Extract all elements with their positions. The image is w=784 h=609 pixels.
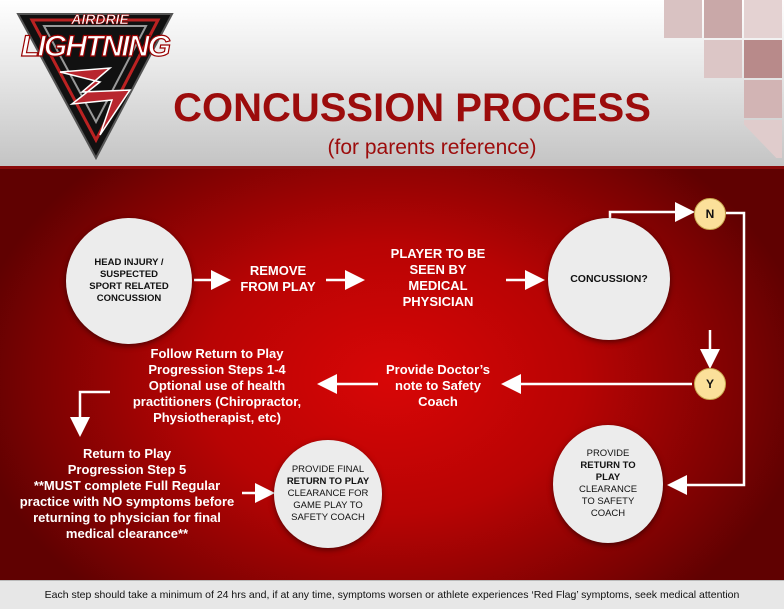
decision-yes: Y [694,368,726,400]
header: AIRDRIE LIGHTNING CONCUSSION PROCESS (fo… [0,0,784,166]
arrow [667,211,746,495]
node-concussion-decision: CONCUSSION? [548,218,670,340]
node-remove-from-play: REMOVE FROM PLAY [240,263,316,294]
svg-text:LIGHTNING: LIGHTNING [21,30,171,63]
decision-no: N [694,198,726,230]
node-see-physician: PLAYER TO BE SEEN BY MEDICAL PHYSICIAN [390,246,486,309]
node-doctor-note: Provide Doctor’s note to Safety Coach [385,362,491,409]
logo: AIRDRIE LIGHTNING [16,11,174,161]
svg-text:AIRDRIE: AIRDRIE [70,11,129,27]
arrow [608,202,695,222]
arrow [70,390,110,437]
page-subtitle: (for parents reference) [327,136,537,159]
page-title: CONCUSSION PROCESS [173,86,651,130]
footer-note: Each step should take a minimum of 24 hr… [0,580,784,609]
node-rtp-steps-1-4: Follow Return to Play Progression Steps … [132,346,302,425]
